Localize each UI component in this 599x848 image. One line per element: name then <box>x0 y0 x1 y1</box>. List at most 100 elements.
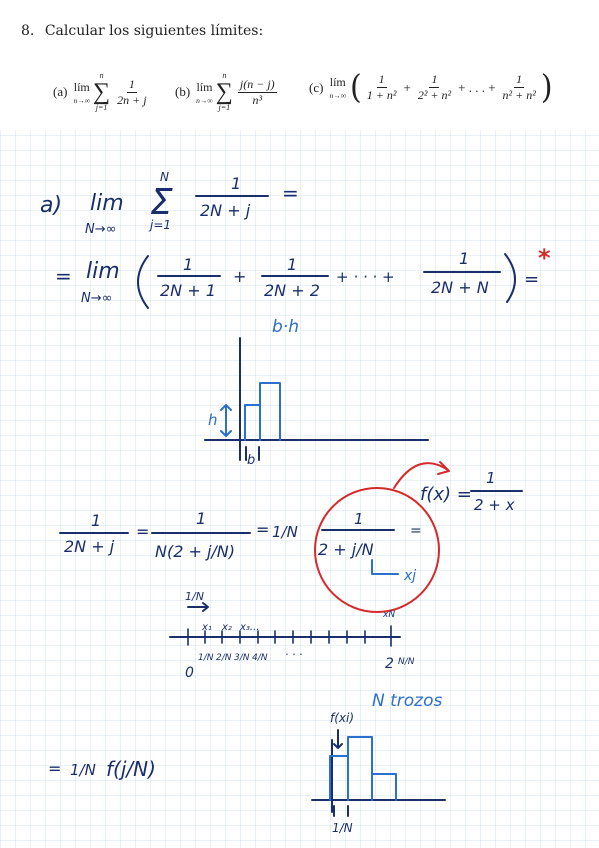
right-paren: ) <box>540 67 553 107</box>
lim-sub-label: N→∞ <box>85 222 116 237</box>
plus-sign: + <box>403 79 411 95</box>
limit-operator: lím n→∞ <box>329 75 346 100</box>
lim-sub: n→∞ <box>196 95 213 105</box>
factor-label: 1/N <box>272 523 298 541</box>
limit-operator: lím n→∞ <box>73 80 90 105</box>
ellipsis: + . . . + <box>458 79 496 95</box>
sum-lower: j=1 <box>95 103 108 112</box>
sum-symbol: n ∑ j=1 <box>216 72 233 112</box>
sigma-icon: Σ <box>150 182 173 223</box>
sigma-icon: ∑ <box>93 79 111 105</box>
term-den: 2N + 1 <box>160 281 216 300</box>
lim-sub-label: N→∞ <box>81 291 112 306</box>
sigma-icon: ∑ <box>215 79 233 105</box>
red-arrow <box>393 462 449 489</box>
x3-label: x₃... <box>239 622 259 633</box>
base-label: b <box>247 453 255 468</box>
limit-c: (c) lím n→∞ ( 1 1 + n² + 1 2² + n² + . .… <box>309 67 554 107</box>
right-paren <box>504 253 516 303</box>
rewrite-den: 2N + j <box>64 537 115 556</box>
frac-den: 2N + j <box>200 201 251 220</box>
term-den: 2N + N <box>431 278 489 297</box>
equals-sign: = <box>282 181 299 205</box>
fraction: 1 1 + n² <box>365 72 399 103</box>
grid-paper <box>0 130 599 848</box>
sketch-bar <box>259 382 281 441</box>
height-arrow <box>220 404 232 437</box>
sum-lower-label: j=1 <box>148 218 171 232</box>
area-label: b·h <box>272 317 299 337</box>
tick-label: 4/N <box>252 653 268 663</box>
term-num: 1 <box>287 255 297 274</box>
equals-sign: = <box>410 523 422 539</box>
rewrite-num: 1 <box>91 511 101 530</box>
step-label: 1/N <box>185 590 204 603</box>
inner-num: 1 <box>354 510 364 528</box>
sum-upper: n <box>222 71 227 80</box>
denominator: 1 + n² <box>366 88 397 102</box>
denominator: 2² + n² <box>417 88 452 102</box>
lim-word: lím <box>329 75 346 89</box>
equals-sign: = <box>48 759 61 778</box>
term-num: 1 <box>459 249 469 268</box>
lim-sub: n→∞ <box>73 95 91 105</box>
tick-marks <box>187 625 392 647</box>
function-num: 1 <box>486 469 496 487</box>
limit-c-label: (c) <box>309 79 324 95</box>
xn-label: xN <box>382 610 395 620</box>
denominator: 2n + j <box>117 92 147 107</box>
ellipsis-text: + · · · + <box>336 268 395 286</box>
numerator: 1 <box>376 72 387 88</box>
tick-label: 3/N <box>234 653 250 663</box>
hist-bar <box>371 773 397 801</box>
denominator: n³ <box>252 92 263 107</box>
x1-label: x₁ <box>201 622 212 633</box>
frac-num: 1 <box>231 174 241 193</box>
fraction: j(n − j) n³ <box>237 76 277 108</box>
sum-lower: j=1 <box>218 103 231 112</box>
equals-sign: = <box>55 264 72 288</box>
inner-den: 2 + j/N <box>318 540 374 559</box>
height-label: h <box>208 411 218 429</box>
limit-operator: lím n→∞ <box>196 80 213 105</box>
lim-word: lím <box>73 79 90 94</box>
fxi-arrow <box>333 729 343 749</box>
part-a-label: a) <box>40 193 62 218</box>
hist-base-bracket <box>333 805 349 817</box>
lim-word: lím <box>196 79 213 94</box>
exercise-title: 8. Calcular los siguientes límites: <box>21 23 263 39</box>
function-den: 2 + x <box>474 496 515 514</box>
handwritten-notes-sheet: a) lim N→∞ N Σ j=1 1 2N + j = = lim N→∞ … <box>0 130 599 848</box>
numerator: 1 <box>514 72 525 88</box>
xj-arrow <box>371 559 399 575</box>
equals-sign: = <box>256 520 269 539</box>
lim-label: lim <box>86 259 120 284</box>
limit-a-label: (a) <box>53 84 68 99</box>
tick-label: 2/N <box>216 653 232 663</box>
tick-label: 1/N <box>198 653 214 663</box>
x2-label: x₂ <box>221 622 232 633</box>
left-paren <box>137 255 149 309</box>
numerator: 1 <box>429 72 440 88</box>
sum-symbol: n ∑ j=1 <box>93 72 110 112</box>
origin-label: 0 <box>185 665 194 681</box>
final-f: f(j/N) <box>106 757 156 781</box>
denominator: n² + n² <box>502 88 536 102</box>
red-circle <box>314 487 440 613</box>
fxi-label: f(xi) <box>330 711 354 725</box>
fraction: 1 n² + n² <box>501 72 538 103</box>
fraction: 1 2n + j <box>115 77 148 108</box>
exercise-number: 8. <box>21 23 35 39</box>
sum-upper: n <box>99 71 104 80</box>
red-star: * <box>538 244 551 272</box>
base-bracket <box>245 446 260 461</box>
function-lhs: f(x) = <box>420 484 472 505</box>
axis-dots: · · · <box>285 648 302 661</box>
final-factor: 1/N <box>70 761 96 779</box>
hist-base-label: 1/N <box>332 821 353 835</box>
left-paren: ( <box>350 67 362 107</box>
xj-label: xj <box>403 568 416 584</box>
n-trozos-label: N trozos <box>372 691 443 711</box>
limit-a: (a) lím n→∞ n ∑ j=1 1 2n + j <box>53 72 151 112</box>
numerator: j(n − j) <box>237 76 277 93</box>
